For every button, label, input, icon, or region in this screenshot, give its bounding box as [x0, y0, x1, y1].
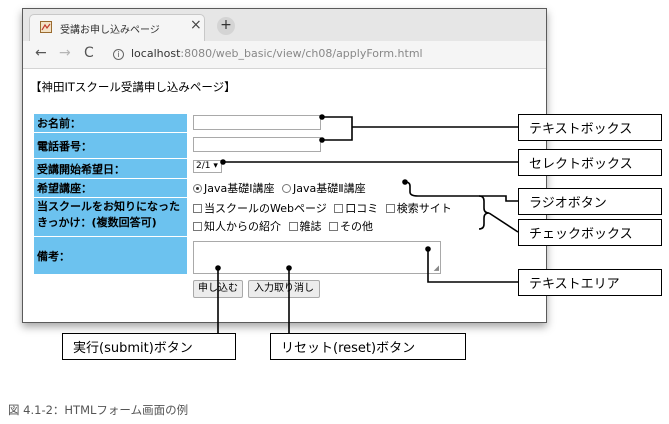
source-checkbox-option[interactable]: 当スクールのWebページ: [193, 202, 327, 215]
checkbox-icon: [193, 222, 202, 231]
address-bar[interactable]: localhost:8080/web_basic/view/ch08/apply…: [131, 47, 423, 60]
checkbox-callout: チェックボックス: [518, 219, 662, 246]
course-radio-group: Java基礎Ⅰ講座 Java基礎Ⅱ講座: [193, 180, 370, 196]
source-checkbox-row-1: 当スクールのWebページ 口コミ 検索サイト: [193, 200, 456, 216]
source-checkbox-row-2: 知人からの紹介 雑誌 その他: [193, 218, 377, 234]
checkbox-icon: [193, 204, 202, 213]
reset-callout: リセット(reset)ボタン: [270, 333, 466, 360]
course-label: 希望講座：: [34, 179, 187, 197]
phone-label: 電話番号：: [34, 133, 187, 158]
page-title: 【神田ITスクール受講申し込みページ】: [30, 80, 236, 94]
start-date-label: 受講開始希望日：: [34, 159, 187, 178]
source-checkbox-option[interactable]: 検索サイト: [385, 202, 452, 215]
course-radio-option[interactable]: Java基礎Ⅰ講座: [193, 182, 274, 195]
favicon-icon: [40, 21, 52, 33]
checkbox-icon: [334, 204, 344, 213]
forward-arrow-icon[interactable]: →: [59, 45, 71, 61]
name-label: お名前：: [34, 114, 187, 132]
url-host: localhost: [131, 47, 181, 60]
tab-strip: 受講お申し込みページ × +: [23, 9, 546, 41]
remarks-textarea[interactable]: ◢: [193, 241, 441, 274]
browser-tab[interactable]: 受講お申し込みページ ×: [29, 14, 205, 41]
resize-grip-icon[interactable]: ◢: [433, 264, 439, 272]
reload-icon[interactable]: C: [84, 45, 94, 61]
submit-callout: 実行(submit)ボタン: [62, 333, 236, 360]
checkbox-icon: [385, 204, 395, 213]
reset-button[interactable]: 入力取り消し: [248, 280, 320, 298]
url-path: :8080/web_basic/view/ch08/applyForm.html: [180, 47, 423, 60]
source-checkbox-option[interactable]: 雑誌: [288, 220, 322, 233]
radio-callout: ラジオボタン: [518, 188, 662, 215]
textbox-callout: テキストボックス: [518, 114, 662, 141]
figure-caption: 図 4.1-2：HTMLフォーム画面の例: [8, 403, 189, 417]
name-input[interactable]: [193, 115, 321, 130]
course-radio-option[interactable]: Java基礎Ⅱ講座: [281, 182, 366, 195]
close-tab-icon[interactable]: ×: [190, 17, 202, 33]
textarea-callout: テキストエリア: [518, 269, 662, 296]
select-callout: セレクトボックス: [518, 149, 662, 176]
source-checkbox-option[interactable]: 口コミ: [334, 202, 378, 215]
checkbox-icon: [329, 222, 338, 231]
tab-title: 受講お申し込みページ: [60, 25, 160, 36]
remarks-label: 備考：: [34, 237, 187, 274]
chevron-down-icon: ▾: [213, 161, 218, 171]
source-checkbox-option[interactable]: その他: [329, 220, 373, 233]
browser-toolbar: ← → C i localhost:8080/web_basic/view/ch…: [23, 41, 546, 69]
source-label: 当スクールをお知りになったきっかけ：(複数回答可): [34, 198, 187, 236]
phone-input[interactable]: [193, 137, 321, 152]
checkbox-icon: [288, 222, 298, 231]
new-tab-button[interactable]: +: [217, 17, 235, 35]
submit-button[interactable]: 申し込む: [193, 280, 243, 298]
start-date-select[interactable]: 2/1 ▾: [193, 160, 222, 173]
source-checkbox-option[interactable]: 知人からの紹介: [193, 220, 281, 233]
page-content: 【神田ITスクール受講申し込みページ】 お名前： 電話番号： 受講開始希望日： …: [23, 69, 546, 322]
radio-selected-icon: [193, 184, 202, 193]
select-value: 2/1: [196, 161, 211, 171]
site-info-icon[interactable]: i: [113, 49, 124, 60]
radio-icon: [281, 184, 291, 193]
back-arrow-icon[interactable]: ←: [35, 45, 47, 61]
browser-window: 受講お申し込みページ × + ← → C i localhost:8080/we…: [22, 8, 547, 323]
